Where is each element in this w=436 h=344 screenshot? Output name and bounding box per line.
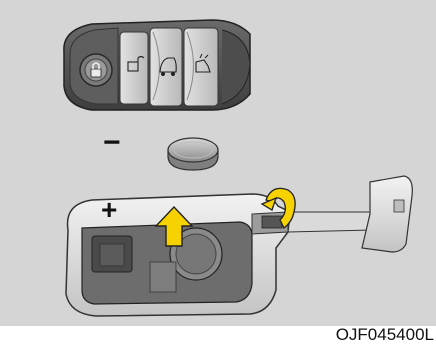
- mechanical-key: [286, 176, 412, 252]
- panic-button: [184, 28, 218, 106]
- positive-terminal-label: +: [101, 196, 117, 224]
- figure-code: OJF045400L: [336, 326, 434, 344]
- lock-button: [80, 54, 112, 86]
- key-battery-diagram: [0, 0, 436, 326]
- coin-battery-icon: [168, 138, 218, 170]
- key-shell-open: [66, 176, 412, 316]
- unlock-button: [120, 32, 148, 104]
- key-fold-icon: [262, 216, 282, 228]
- trunk-button: [150, 28, 182, 106]
- illustration-panel: − +: [0, 0, 436, 326]
- negative-terminal-label: −: [103, 128, 121, 158]
- smart-key-front: [64, 20, 250, 110]
- coin-battery: [168, 138, 218, 170]
